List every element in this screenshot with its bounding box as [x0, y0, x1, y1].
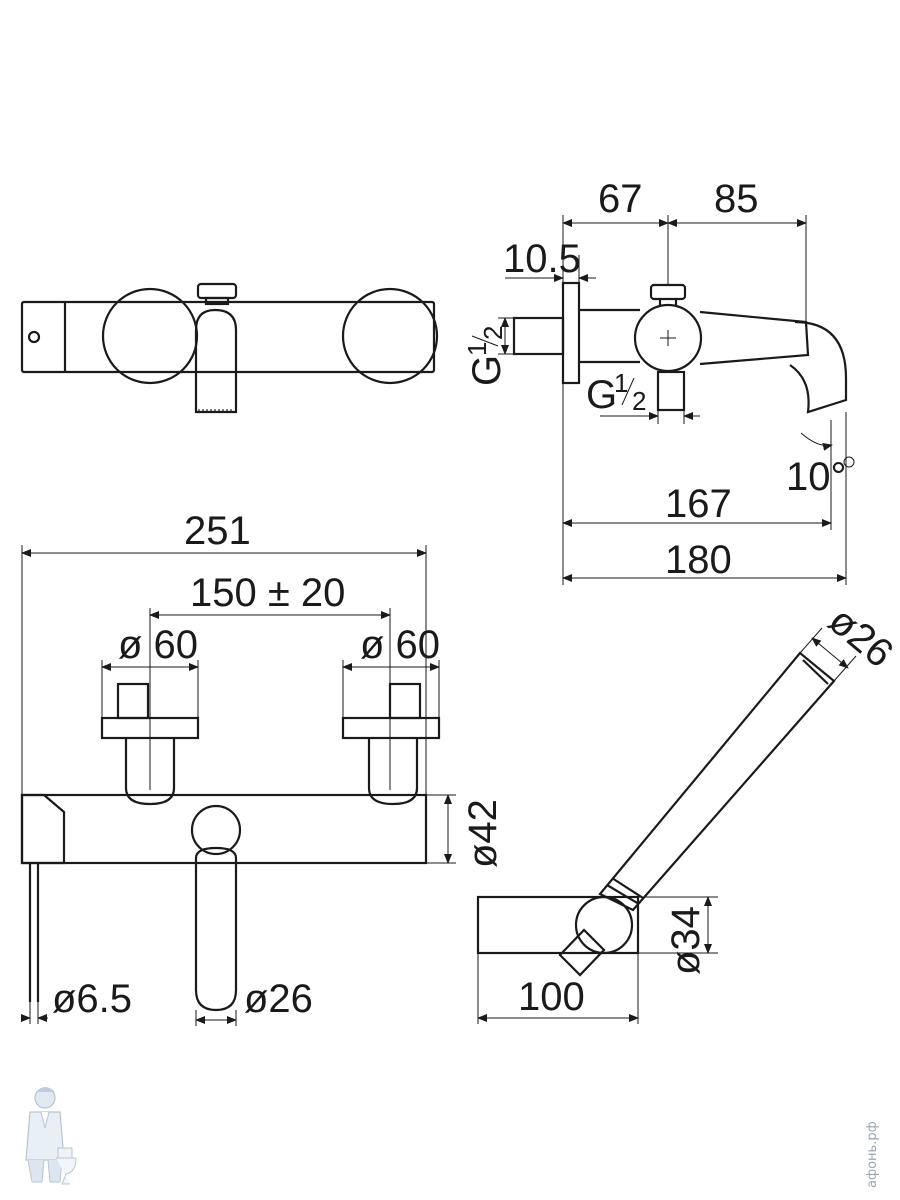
- thread-label-vertical: G 1 2: [462, 326, 509, 386]
- svg-text:1: 1: [614, 368, 628, 398]
- dim-dia-26-spout: ø26: [244, 977, 313, 1021]
- hand-shower-view: [476, 651, 836, 977]
- svg-text:1: 1: [462, 342, 492, 356]
- dim-167: 167: [665, 482, 732, 526]
- dim-dia-60-left: ø 60: [118, 623, 198, 667]
- svg-text:G: G: [586, 373, 617, 417]
- dim-dia-34: ø34: [664, 906, 708, 975]
- thread-label-horizontal: G 1 2: [586, 368, 646, 417]
- dim-251: 251: [184, 509, 251, 553]
- dim-100: 100: [518, 975, 585, 1019]
- top-view: [20, 282, 439, 414]
- dim-dia-60-right: ø 60: [360, 623, 440, 667]
- hand-shower-dimensions: ø26 ø34 100: [477, 598, 900, 1024]
- dim-dia-42: ø42: [461, 799, 505, 868]
- front-view-dimensions: 251 150 ± 20 ø 60 ø 60 ø42 ø6.5 ø26: [21, 509, 505, 1026]
- dim-67: 67: [598, 177, 643, 221]
- front-view: [20, 682, 441, 1012]
- dim-10-5: 10.5: [503, 237, 581, 281]
- watermark-text: афонь.рф: [865, 1121, 880, 1188]
- svg-text:2: 2: [632, 386, 646, 416]
- dim-180: 180: [665, 538, 732, 582]
- side-view: [512, 281, 855, 470]
- svg-text:G: G: [465, 355, 509, 386]
- svg-text:2: 2: [478, 326, 508, 340]
- side-view-dimensions: 67 85 10.5 G 1 2 G 1 2 10° 167: [462, 177, 847, 585]
- dim-dia-26-hand: ø26: [820, 598, 900, 676]
- dim-150-pm-20: 150 ± 20: [190, 571, 345, 615]
- angle-label: 10°: [786, 455, 847, 499]
- plumber-logo-icon: [25, 1087, 77, 1185]
- dim-85: 85: [714, 177, 759, 221]
- dim-dia-6-5: ø6.5: [52, 977, 132, 1021]
